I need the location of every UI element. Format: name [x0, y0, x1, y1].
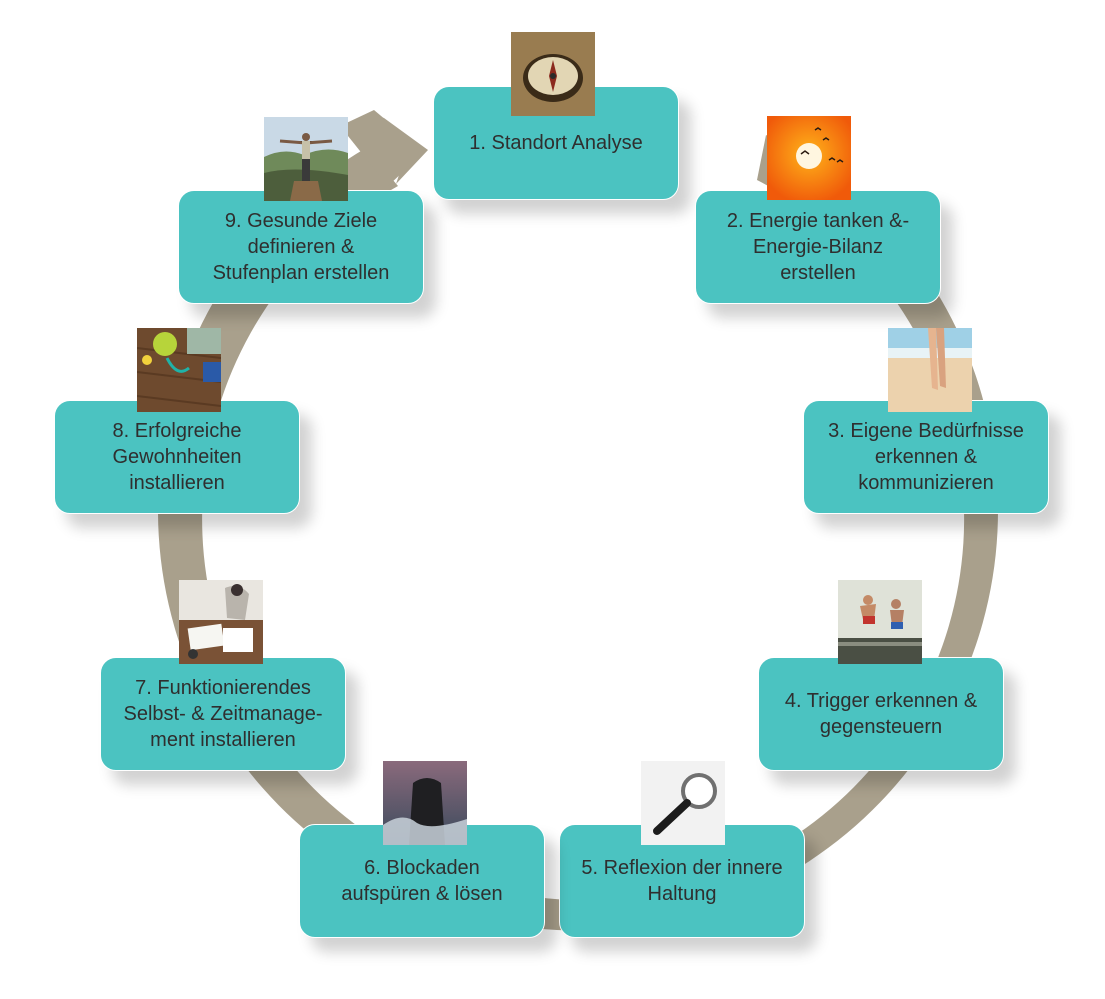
- desk-work-image: [179, 580, 263, 664]
- step-3-box: 3. Eigene Bedürfnisse erkennen & kommuni…: [803, 400, 1049, 514]
- beach-walk-image: [888, 328, 972, 412]
- step-5-label: 5. Reflexion der innere Haltung: [581, 857, 783, 905]
- apple-fitness-image: [137, 328, 221, 412]
- summit-man-image: [264, 117, 348, 201]
- compass-image: [511, 32, 595, 116]
- lake-jump-image: [838, 580, 922, 664]
- step-2-label: 2. Energie tanken &- Energie-Bilanz erst…: [726, 210, 910, 284]
- step-4-box: 4. Trigger erkennen & gegensteuern: [758, 657, 1004, 771]
- step-7-box: 7. Funktionierendes Selbst- & Zeitmanage…: [100, 657, 346, 771]
- magnifying-glass-image: [641, 761, 725, 845]
- sunset-birds-image: [767, 116, 851, 200]
- step-3-label: 3. Eigene Bedürfnisse erkennen & kommuni…: [828, 420, 1024, 494]
- step-1-box: 1. Standort Analyse: [433, 86, 679, 200]
- rock-waves-image: [383, 761, 467, 845]
- step-1-label: 1. Standort Analyse: [469, 132, 643, 154]
- step-2-box: 2. Energie tanken &- Energie-Bilanz erst…: [695, 190, 941, 304]
- step-4-label: 4. Trigger erkennen & gegensteuern: [784, 690, 978, 738]
- step-6-label: 6. Blockaden aufspüren & lösen: [341, 857, 503, 905]
- step-8-label: 8. Erfolgreiche Gewohnheiten installiere…: [112, 420, 242, 494]
- step-8-box: 8. Erfolgreiche Gewohnheiten installiere…: [54, 400, 300, 514]
- step-5-box: 5. Reflexion der innere Haltung: [559, 824, 805, 938]
- step-9-box: 9. Gesunde Ziele definieren & Stufenplan…: [178, 190, 424, 304]
- step-7-label: 7. Funktionierendes Selbst- & Zeitmanage…: [123, 677, 323, 751]
- step-9-label: 9. Gesunde Ziele definieren & Stufenplan…: [212, 210, 390, 284]
